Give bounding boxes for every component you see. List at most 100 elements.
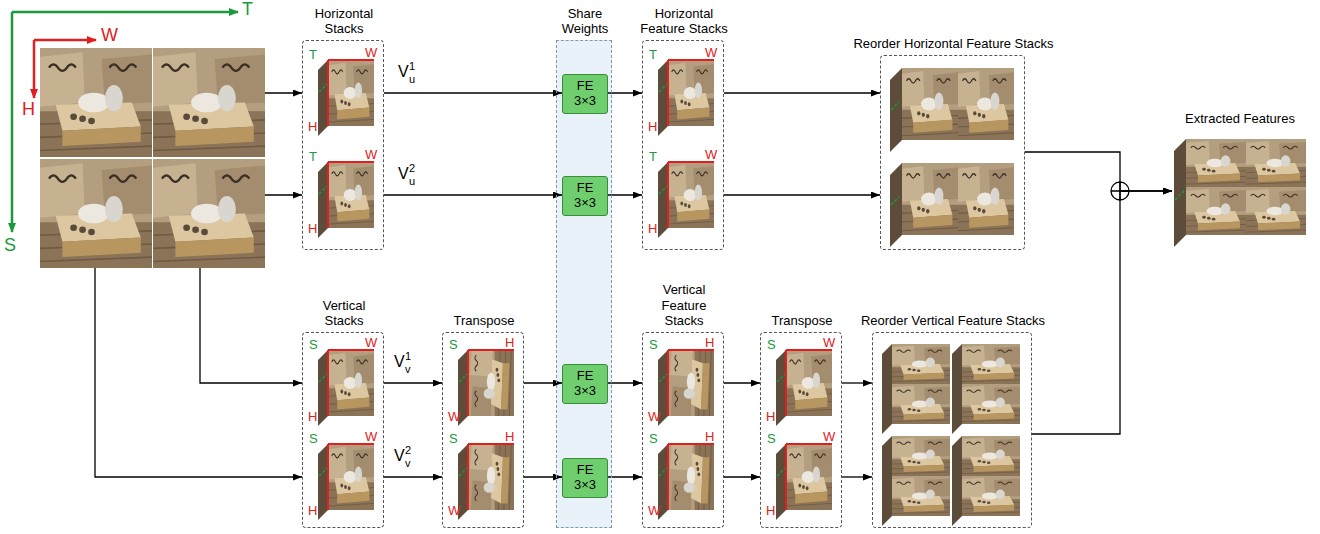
arrow-connector: [200, 268, 302, 383]
shared-weights-band: Share WeightsFE 3×3FE 3×3FE 3×3FE 3×3: [556, 40, 612, 528]
arrow-connector: [1025, 152, 1172, 191]
dimension-letter: S: [767, 338, 776, 351]
group-heading: Share Weights: [545, 6, 625, 37]
feature-extractor: FE 3×3: [562, 458, 608, 498]
input-light-field: TWHS: [40, 48, 265, 268]
dimension-letter: H: [308, 410, 317, 423]
view-index: 2: [405, 445, 411, 456]
feature-extractor: FE 3×3: [562, 176, 608, 216]
dimension-letter: S: [649, 338, 658, 351]
dimension-letter: H: [766, 410, 775, 423]
output-features: Extracted Features: [1172, 131, 1308, 251]
arrow-connector: [724, 476, 760, 477]
dimension-letter: S: [649, 432, 658, 445]
group-heading: Transpose: [752, 313, 852, 329]
dimension-letter: S: [309, 432, 318, 445]
stack-group: Reorder Vertical Feature Stacks: [872, 332, 1032, 528]
dimension-letter: H: [308, 222, 317, 235]
block-label: FE 3×3: [570, 79, 600, 109]
group-heading: Transpose: [434, 313, 534, 329]
group-heading: Horizontal Stacks: [299, 6, 389, 37]
arrow-connector: [608, 476, 642, 477]
arrow-connector: [1032, 191, 1172, 434]
axis-label: S: [4, 236, 16, 254]
group-heading: Reorder Horizontal Feature Stacks: [834, 36, 1074, 52]
view-index: 1: [405, 351, 411, 362]
dimension-letter: W: [365, 430, 377, 443]
group-heading: Vertical Stacks: [304, 298, 384, 329]
arrow-connector: [384, 476, 442, 477]
view-index: u: [409, 176, 415, 187]
dimension-letter: W: [705, 46, 717, 59]
view-index: v: [405, 458, 411, 469]
dimension-letter: W: [823, 336, 835, 349]
dimension-letter: H: [705, 430, 714, 443]
group-heading: Vertical Feature Stacks: [649, 282, 719, 329]
dimension-letter: H: [308, 120, 317, 133]
arrow-connector: [608, 194, 642, 195]
dimension-letter: S: [449, 432, 458, 445]
arrow-connector: [608, 382, 642, 383]
view-index: 1: [409, 61, 415, 72]
group-heading: Reorder Vertical Feature Stacks: [833, 313, 1073, 329]
dimension-letter: W: [648, 504, 660, 517]
dimension-letter: W: [648, 410, 660, 423]
dimension-letter: S: [449, 338, 458, 351]
arrow-connector: [384, 194, 562, 195]
feature-extractor: FE 3×3: [562, 364, 608, 404]
dimension-letter: H: [705, 336, 714, 349]
group-heading: Horizontal Feature Stacks: [634, 6, 734, 37]
dimension-letter: T: [649, 48, 657, 61]
arrow-connector: [842, 476, 872, 477]
dimension-letter: W: [448, 504, 460, 517]
axis-label: H: [22, 100, 35, 118]
dimension-letter: H: [505, 336, 514, 349]
dimension-letter: S: [309, 338, 318, 351]
arrow-connector: [265, 92, 302, 93]
arrow-connector: [842, 382, 872, 383]
arrow-connector: [95, 268, 302, 477]
block-label: FE 3×3: [570, 369, 600, 399]
arrow-connector: [608, 92, 642, 93]
arrow-connector: [724, 382, 760, 383]
dimension-letter: W: [365, 46, 377, 59]
view-symbol: V: [394, 354, 405, 370]
group-heading: Extracted Features: [1165, 111, 1315, 127]
dimension-letter: T: [309, 48, 317, 61]
axis-label: T: [242, 0, 253, 18]
view-index: 2: [409, 163, 415, 174]
arrow-connector: [265, 194, 302, 195]
stack-group: Horizontal Stacks: [302, 40, 384, 250]
dimension-letter: T: [309, 150, 317, 163]
view-symbol: V: [398, 64, 409, 80]
dimension-letter: W: [448, 410, 460, 423]
block-label: FE 3×3: [570, 463, 600, 493]
dimension-letter: S: [767, 432, 776, 445]
stack-group: Horizontal Feature Stacks: [642, 40, 724, 250]
dimension-letter: W: [705, 148, 717, 161]
block-label: FE 3×3: [570, 181, 600, 211]
dimension-letter: H: [648, 222, 657, 235]
arrow-connector: [724, 92, 880, 93]
feature-extractor: FE 3×3: [562, 74, 608, 114]
dimension-letter: H: [308, 504, 317, 517]
view-symbol: V: [394, 448, 405, 464]
view-symbol: V: [398, 166, 409, 182]
dimension-letter: W: [823, 430, 835, 443]
arrow-connector: [384, 92, 562, 93]
dimension-letter: W: [365, 148, 377, 161]
view-index: v: [405, 364, 411, 375]
view-index: u: [409, 74, 415, 85]
stack-group: Reorder Horizontal Feature Stacks: [880, 55, 1025, 250]
dimension-letter: W: [365, 336, 377, 349]
dimension-letter: H: [766, 504, 775, 517]
dimension-letter: H: [648, 120, 657, 133]
dimension-letter: H: [505, 430, 514, 443]
axis-label: W: [101, 26, 118, 44]
arrow-connector: [384, 382, 442, 383]
dimension-letter: T: [649, 150, 657, 163]
arrow-connector: [724, 194, 880, 195]
